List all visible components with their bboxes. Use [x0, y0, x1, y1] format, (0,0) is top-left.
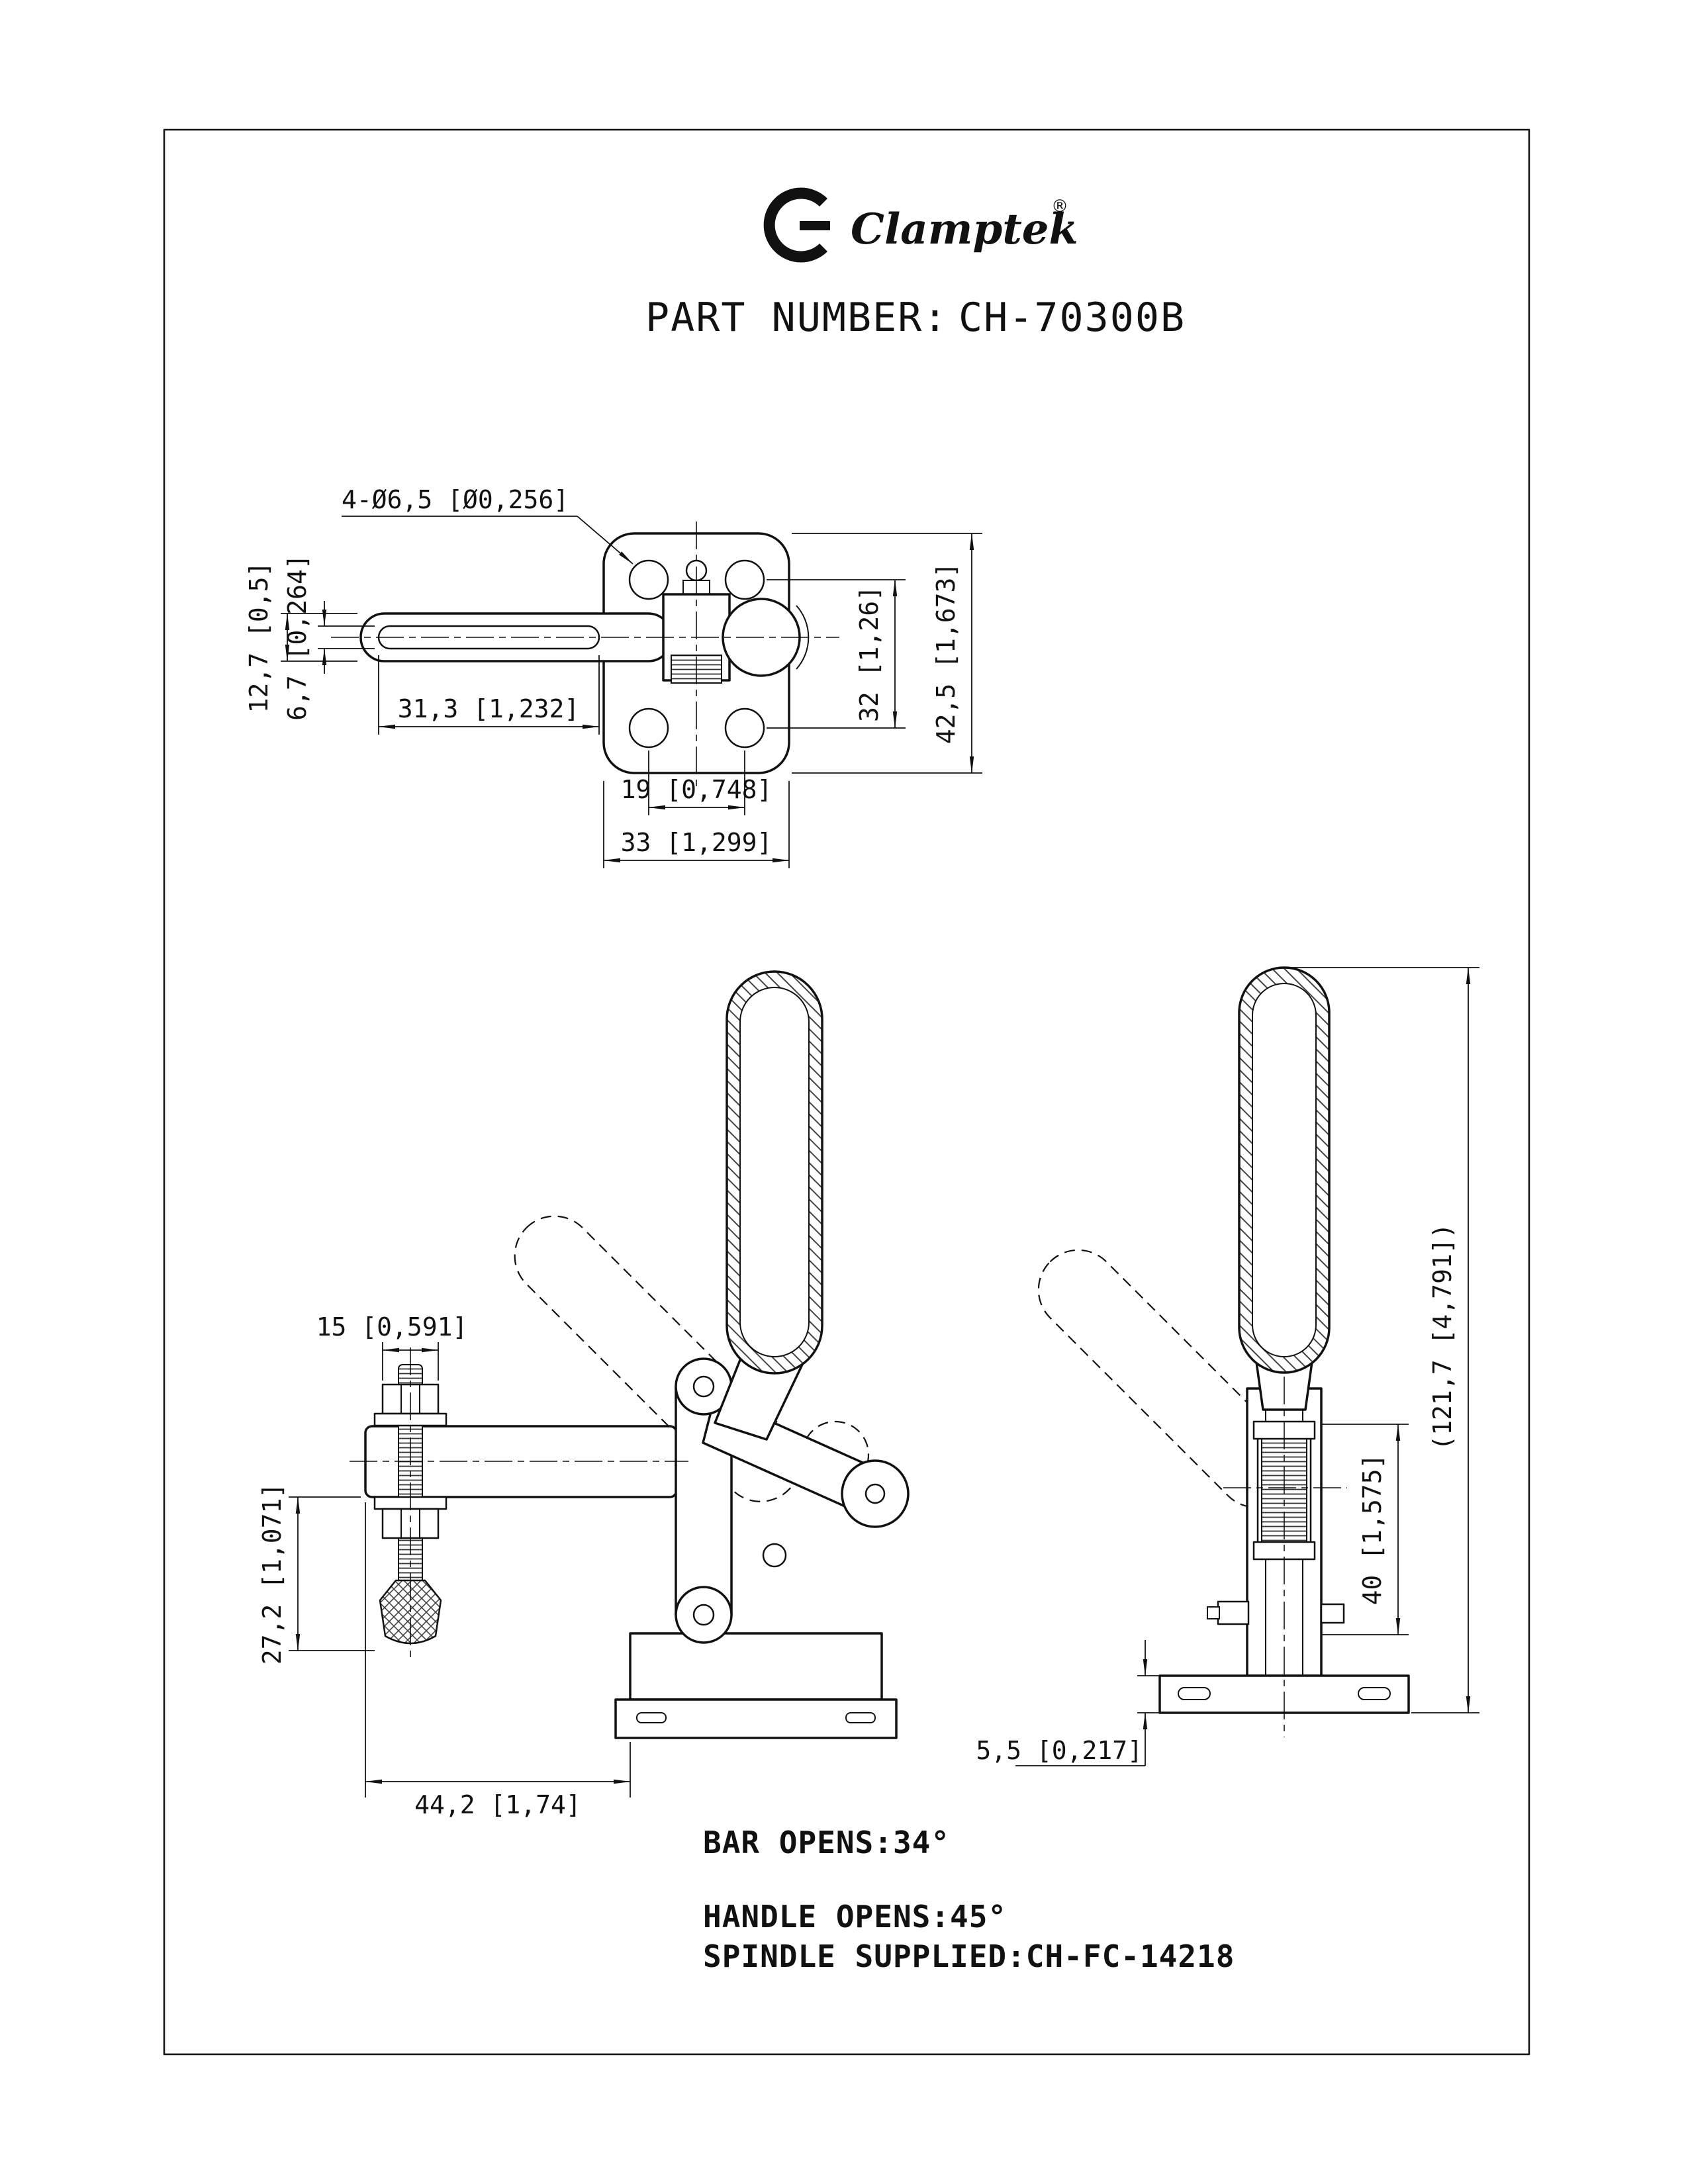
top-view: [331, 522, 839, 786]
dim-clamp-height: 40 [1,575]: [1358, 1454, 1387, 1606]
pivot-bolt-head: [1207, 1606, 1220, 1619]
front-view-dimensions: 15 [0,591] 27,2 [1,071] 44,2 [1,74]: [258, 1312, 631, 1819]
side-view-dimensions: 40 [1,575] (121,7 [4,791]) 5,5 [0,217]: [976, 967, 1479, 1766]
dim-spindle-reach: 27,2 [1,071]: [258, 1483, 287, 1665]
hole-callout: 4-Ø6,5 [Ø0,256]: [342, 485, 569, 514]
dim-base-thickness: 5,5 [0,217]: [976, 1736, 1143, 1765]
side-view: [1037, 966, 1410, 1737]
mount-hole: [724, 559, 765, 600]
note-spindle-supplied: SPINDLE SUPPLIED:CH-FC-14218: [703, 1938, 1235, 1974]
top-view-dimensions: 4-Ø6,5 [Ø0,256] 12,7 [0,5] 6,7 [0,264] 3…: [244, 485, 982, 868]
dim-bar-thickness: 12,7 [0,5]: [244, 562, 273, 713]
part-number-label: PART NUMBER:: [645, 295, 948, 341]
header: Clamptek ® PART NUMBER: CH-70300B: [645, 187, 1186, 341]
base-slot: [845, 1712, 876, 1723]
dim-overall-height: (121,7 [4,791]): [1428, 1223, 1457, 1450]
pivot-nut: [1320, 1603, 1345, 1624]
upper-pivot-pin: [692, 1375, 715, 1398]
notes: BAR OPENS:34° HANDLE OPENS:45° SPINDLE S…: [703, 1825, 1235, 1974]
part-number-value: CH-70300B: [959, 295, 1186, 341]
base-slot: [636, 1712, 667, 1723]
registered-mark: ®: [1051, 197, 1068, 216]
front-view: [350, 970, 910, 1739]
roller-pin: [865, 1483, 886, 1504]
handle-open-position-side: [1037, 1249, 1297, 1508]
rivet: [762, 1543, 787, 1568]
note-handle-opens: HANDLE OPENS:45°: [703, 1899, 1007, 1934]
lower-pivot-pin: [692, 1604, 715, 1626]
note-bar-opens: BAR OPENS:34°: [703, 1825, 950, 1860]
flange-slot: [1178, 1687, 1211, 1700]
dim-plate-height: 42,5 [1,673]: [931, 563, 961, 745]
body-block: [629, 1632, 883, 1701]
dim-bar-length: 44,2 [1,74]: [414, 1790, 581, 1819]
flange-slot: [1358, 1687, 1391, 1700]
dim-hole-spacing-vertical: 32 [1,26]: [855, 586, 884, 722]
dim-slot-width: 6,7 [0,264]: [283, 554, 312, 721]
dim-plate-width: 33 [1,299]: [621, 828, 773, 857]
sheet-border: [163, 128, 1530, 2056]
mount-hole: [628, 559, 669, 600]
dim-spindle-width: 15 [0,591]: [316, 1312, 468, 1342]
handle-grip-core: [739, 987, 810, 1357]
mount-hole: [628, 707, 669, 749]
handle-open-position: [514, 1215, 801, 1502]
pivot-bolt: [1217, 1600, 1250, 1625]
dim-slot-length: 31,3 [1,232]: [398, 694, 580, 723]
dim-hole-spacing-horizontal: 19 [0,748]: [621, 775, 773, 804]
brand-name: Clamptek: [851, 205, 1078, 254]
handle-grip-core-side: [1252, 983, 1317, 1357]
mount-hole: [724, 707, 765, 749]
clamptek-logo-icon: [763, 187, 830, 263]
